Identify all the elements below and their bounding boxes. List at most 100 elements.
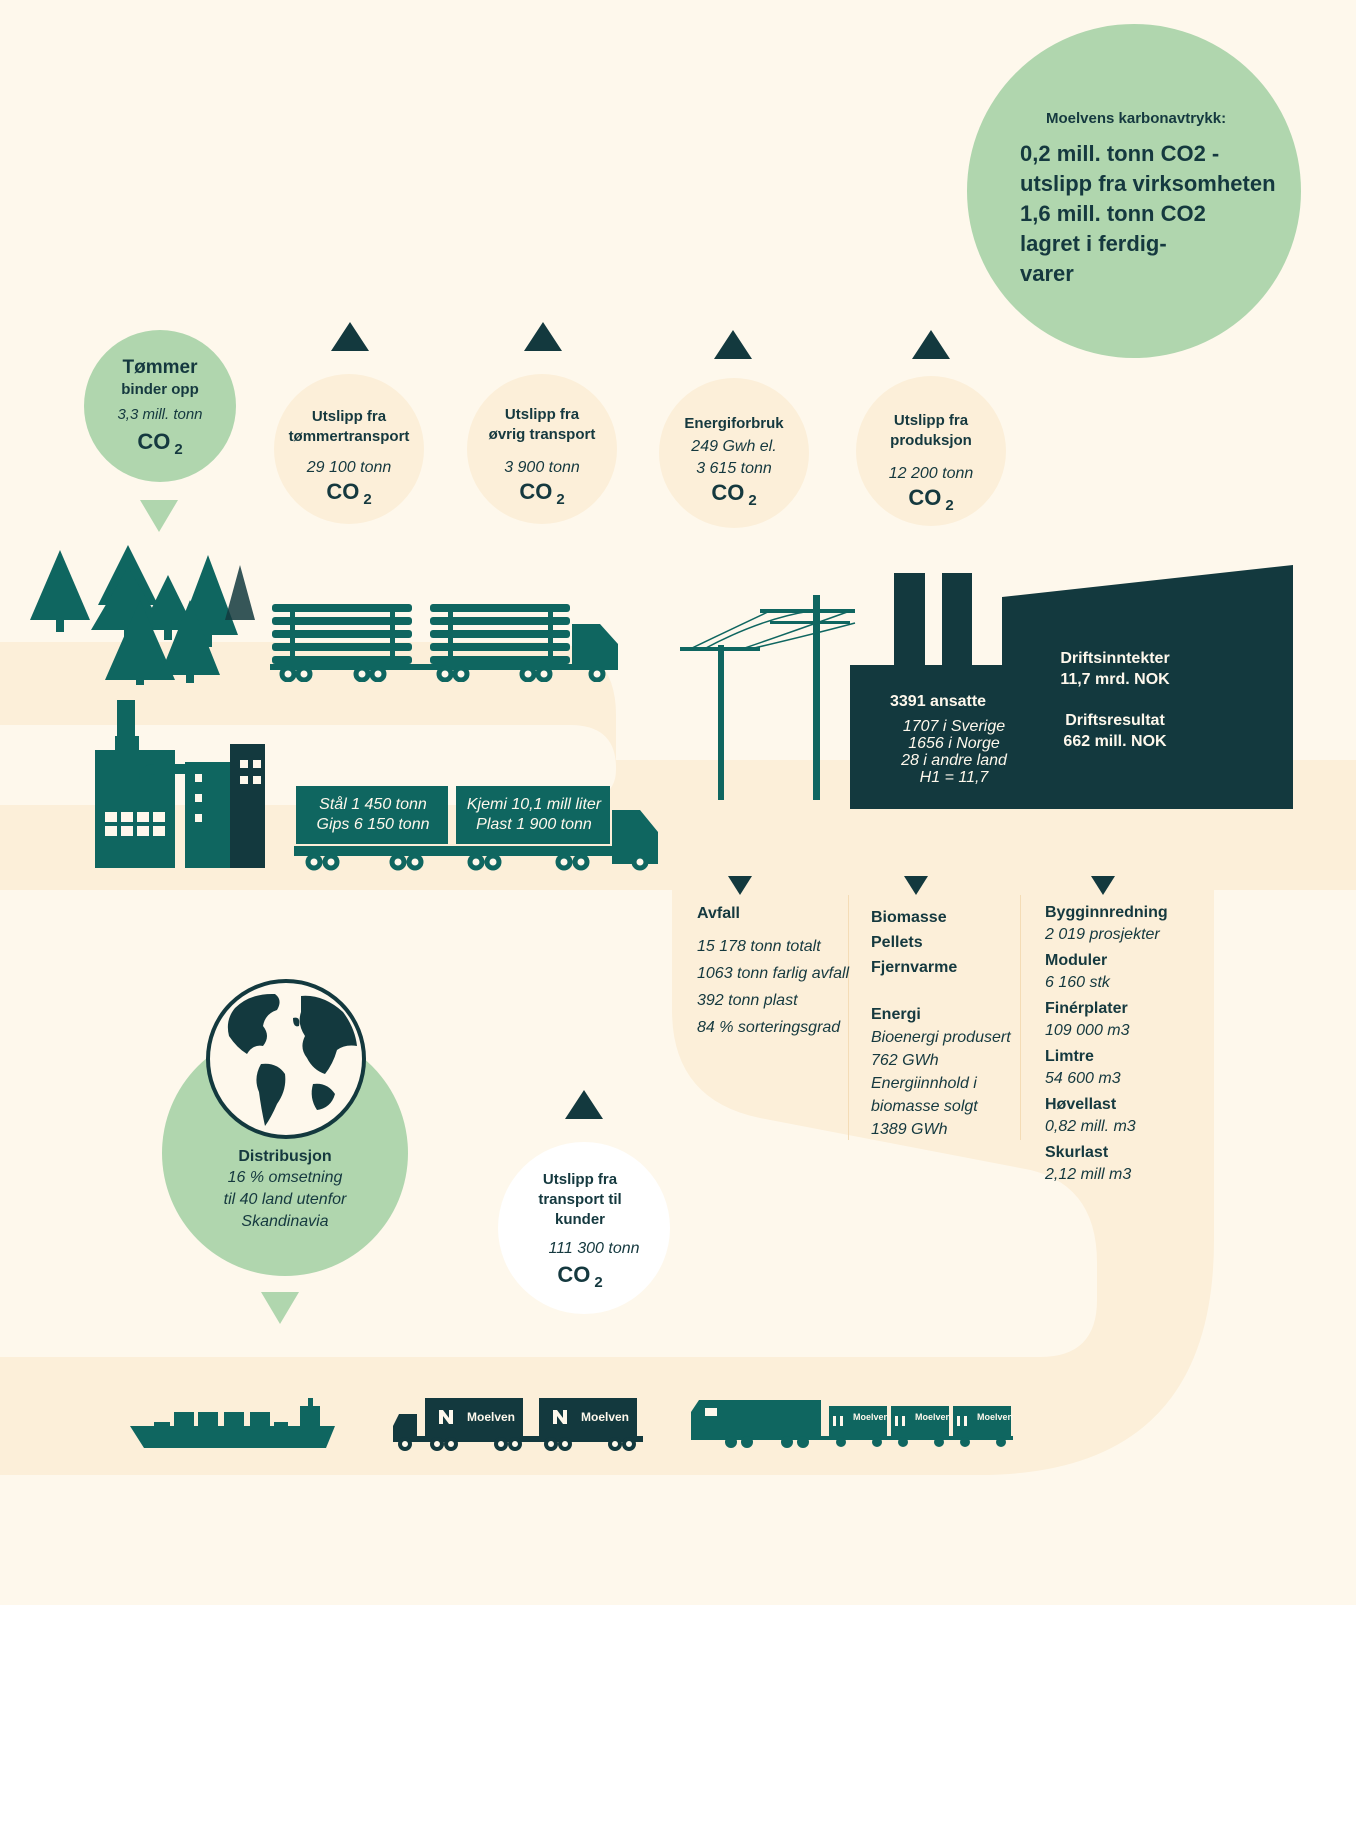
column-divider — [1020, 895, 1021, 1140]
energy-item: 762 GWh — [871, 1052, 939, 1069]
waste-item: 84 % sorteringsgrad — [697, 1019, 841, 1036]
energy-item: Energiinnhold i — [871, 1075, 977, 1092]
brand-label: Moelven — [915, 1412, 952, 1422]
financials: Driftsinntekter 11,7 mrd. NOK Driftsresu… — [1040, 648, 1190, 752]
customer-truck-icon — [393, 1398, 643, 1451]
footprint-line: 1,6 mill. tonn CO2 — [1020, 201, 1206, 226]
product-value: 54 600 m3 — [1045, 1070, 1121, 1087]
up-arrow-icon — [714, 330, 752, 359]
bubble-label: tømmertransport — [288, 428, 410, 445]
co2-label: CO — [137, 429, 171, 454]
input-chem: Kjemi 10,1 mill liter — [466, 796, 602, 813]
up-arrow-icon — [912, 330, 950, 359]
input-truck-icon — [294, 786, 658, 871]
energy-title: Energi — [871, 1006, 921, 1023]
bubble-label: Energiforbruk — [684, 415, 784, 432]
brand-label: Moelven — [977, 1412, 1014, 1422]
bubble-label: produksjon — [890, 432, 972, 449]
product-name: Bygginnredning — [1045, 904, 1168, 921]
timber-bubble — [84, 330, 236, 482]
bubble-value: 29 100 tonn — [306, 459, 392, 476]
product-name: Moduler — [1045, 952, 1108, 969]
bubble-label: transport til — [538, 1191, 622, 1208]
up-arrow-icon — [565, 1090, 603, 1119]
distribution-line: 16 % omsetning — [227, 1169, 343, 1186]
co2-subscript: 2 — [594, 1274, 603, 1291]
ship-icon — [130, 1398, 335, 1448]
emission-text: Utslipp fra tømmertransport 29 100 tonn … — [274, 407, 424, 508]
waste-item: 1063 tonn farlig avfall — [697, 965, 850, 982]
co2-label: CO — [711, 480, 745, 505]
bubble-value: 249 Gwh el. — [691, 438, 777, 455]
income-value: 11,7 mrd. NOK — [1060, 671, 1170, 688]
brand-label: Moelven — [581, 1410, 630, 1424]
bubble-label: øvrig transport — [488, 426, 596, 443]
income-label: Driftsinntekter — [1060, 650, 1170, 667]
column-divider — [848, 895, 849, 1140]
employee-line: 1707 i Sverige — [902, 718, 1006, 735]
brand-label: Moelven — [467, 1410, 516, 1424]
forest-icon — [30, 545, 255, 685]
brand-label: Moelven — [853, 1412, 890, 1422]
co2-subscript: 2 — [174, 441, 183, 458]
input-truck-right-text: Kjemi 10,1 mill liter Plast 1 900 tonn — [457, 795, 611, 835]
distribution-title: Distribusjon — [238, 1148, 332, 1165]
co2-label: CO — [519, 479, 553, 504]
bubble-value: 3 900 tonn — [504, 459, 580, 476]
products-column: Bygginnredning 2 019 prosjekter Moduler … — [1045, 902, 1168, 1186]
energy-item: 1389 GWh — [871, 1121, 948, 1138]
bubble-label: Utslipp fra — [504, 406, 580, 423]
waste-title: Avfall — [697, 905, 740, 922]
employees-breakdown: 1707 i Sverige 1656 i Norge 28 i andre l… — [880, 718, 1028, 786]
bubble-value: 3 615 tonn — [696, 460, 772, 477]
biomass-title: Fjernvarme — [871, 959, 958, 976]
co2-subscript: 2 — [556, 491, 565, 508]
bubble-label: Utslipp fra — [311, 408, 387, 425]
footprint-heading: Moelvens karbonavtrykk: — [1046, 110, 1227, 127]
timber-subtitle: binder opp — [121, 381, 199, 398]
energy-item: biomasse solgt — [871, 1098, 978, 1115]
footprint-text: 0,2 mill. tonn CO2 - utslipp fra virksom… — [1020, 139, 1276, 289]
emission-bubble-timber-transport — [274, 374, 424, 524]
product-value: 0,82 mill. m3 — [1045, 1118, 1136, 1135]
result-value: 662 mill. NOK — [1063, 733, 1167, 750]
customer-transport-bubble — [498, 1142, 670, 1314]
distribution-line: til 40 land utenfor — [223, 1191, 347, 1208]
footprint-line: utslipp fra virksomheten — [1020, 171, 1276, 196]
waste-column: Avfall 15 178 tonn totalt 1063 tonn farl… — [697, 905, 849, 1041]
co2-label: CO — [326, 479, 360, 504]
waste-item: 15 178 tonn totalt — [697, 938, 821, 955]
product-name: Høvellast — [1045, 1096, 1117, 1113]
footprint-line: lagret i ferdig- — [1020, 231, 1167, 256]
bubble-label: kunder — [554, 1211, 605, 1228]
bubble-label: Utslipp fra — [893, 412, 969, 429]
footprint-circle — [967, 24, 1301, 358]
co2-label: CO — [557, 1262, 591, 1287]
up-arrow-icon — [331, 322, 369, 351]
power-lines-icon — [680, 595, 856, 800]
up-arrow-icon — [524, 322, 562, 351]
biomass-column: Biomasse Pellets Fjernvarme Energi Bioen… — [871, 905, 1011, 1141]
employees-count: 3391 ansatte — [890, 693, 987, 710]
biomass-title: Biomasse — [871, 909, 947, 926]
product-value: 2 019 prosjekter — [1045, 926, 1160, 943]
biomass-title: Pellets — [871, 934, 923, 951]
log-truck-icon — [270, 604, 618, 682]
product-value: 6 160 stk — [1045, 974, 1110, 991]
timber-arrow-icon — [140, 500, 178, 532]
co2-subscript: 2 — [748, 492, 757, 509]
factory-icon — [850, 565, 1293, 809]
waste-item: 392 tonn plast — [697, 992, 798, 1009]
product-name: Skurlast — [1045, 1144, 1109, 1161]
input-truck-left-text: Stål 1 450 tonn Gips 6 150 tonn — [300, 795, 446, 835]
bubble-label: Utslipp fra — [542, 1171, 618, 1188]
down-arrow-icon — [1091, 876, 1115, 895]
product-name: Finérplater — [1045, 1000, 1128, 1017]
employee-line: 28 i andre land — [901, 752, 1007, 769]
input-gips: Gips 6 150 tonn — [316, 816, 430, 833]
co2-subscript: 2 — [945, 497, 954, 514]
